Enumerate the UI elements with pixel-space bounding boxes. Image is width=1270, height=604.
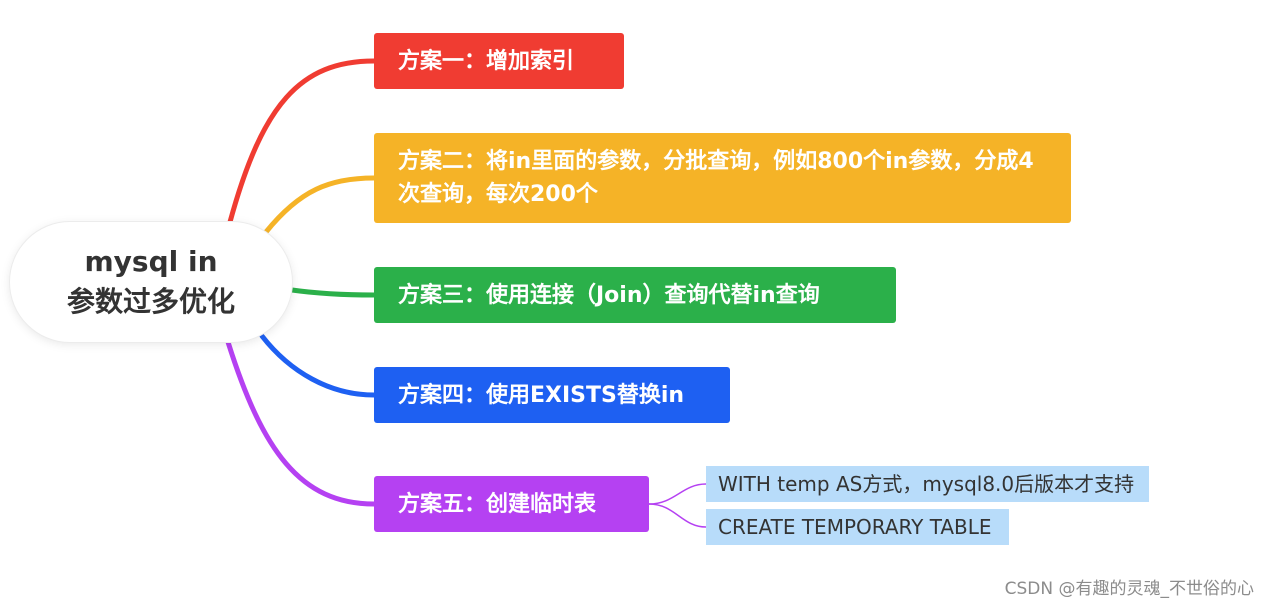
watermark: CSDN @有趣的灵魂_不世俗的心 xyxy=(1004,579,1254,599)
connector-branch-2 xyxy=(263,175,377,235)
connector-leaf-1 xyxy=(648,483,707,505)
connector-leaf-2 xyxy=(648,503,707,528)
root-topic-line-2: 参数过多优化 xyxy=(66,285,235,318)
branch-topic-3: 方案三：使用连接（Join）查询代替in查询 xyxy=(374,267,896,323)
connector-branch-3 xyxy=(289,287,377,298)
connector-branch-5 xyxy=(225,339,377,507)
root-topic: mysql in 参数过多优化 xyxy=(10,222,292,342)
branch-topic-2: 方案二：将in里面的参数，分批查询，例如800个in参数，分成4次查询，每次20… xyxy=(374,133,1071,223)
subtopic-with-temp: WITH temp AS方式，mysql8.0后版本才支持 xyxy=(706,466,1149,502)
connector-branch-1 xyxy=(227,58,377,225)
subtopic-create-temporary-table: CREATE TEMPORARY TABLE xyxy=(706,509,1009,545)
branch-topic-4: 方案四：使用EXISTS替换in xyxy=(374,367,730,423)
root-topic-line-1: mysql in xyxy=(84,245,218,278)
connector-branch-4 xyxy=(259,333,377,398)
branch-topic-1: 方案一：增加索引 xyxy=(374,33,624,89)
branch-topic-5: 方案五：创建临时表 xyxy=(374,476,649,532)
